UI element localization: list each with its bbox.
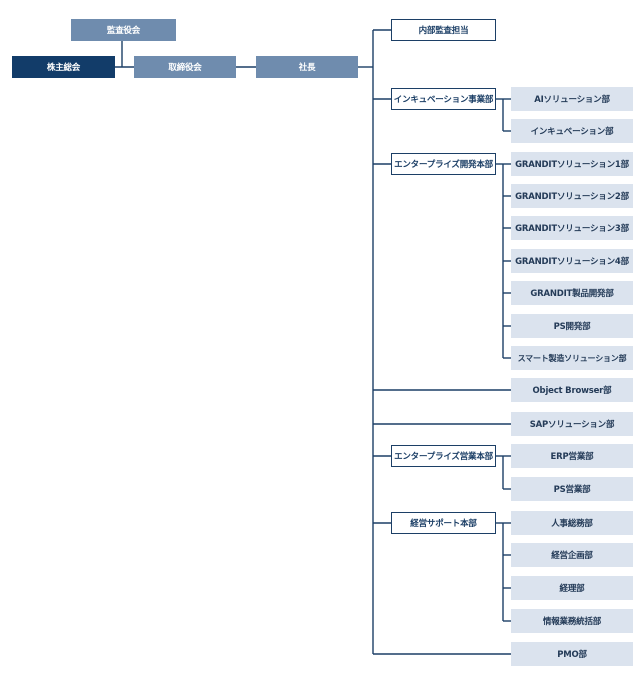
dept-object-browser: Object Browser部 [511,378,633,402]
division-incubation: インキュベーション事業部 [391,88,496,110]
division-management-support: 経営サポート本部 [391,512,496,534]
dept-ps-sales: PS営業部 [511,477,633,501]
audit-committee-box: 監査役会 [71,19,176,41]
dept-grandit-product-dev: GRANDIT製品開発部 [511,281,633,305]
dept-accounting: 経理部 [511,576,633,600]
dept-grandit-2: GRANDITソリューション2部 [511,184,633,208]
dept-erp-sales: ERP営業部 [511,444,633,468]
division-enterprise-dev: エンタープライズ開発本部 [391,153,496,175]
dept-hr-general-affairs: 人事総務部 [511,511,633,535]
dept-sap-solution: SAPソリューション部 [511,412,633,436]
dept-incubation: インキュベーション部 [511,119,633,143]
president-box: 社長 [256,56,358,78]
board-box: 取締役会 [134,56,236,78]
division-enterprise-sales: エンタープライズ営業本部 [391,445,496,467]
internal-audit-box: 内部監査担当 [391,19,496,41]
dept-pmo: PMO部 [511,642,633,666]
dept-corporate-planning: 経営企画部 [511,543,633,567]
shareholders-meeting-box: 株主総会 [12,56,115,78]
dept-grandit-1: GRANDITソリューション1部 [511,152,633,176]
dept-smart-manufacturing: スマート製造ソリューション部 [511,346,633,370]
dept-grandit-3: GRANDITソリューション3部 [511,216,633,240]
dept-grandit-4: GRANDITソリューション4部 [511,249,633,273]
dept-ps-dev: PS開発部 [511,314,633,338]
dept-ai-solution: AIソリューション部 [511,87,633,111]
dept-info-systems: 情報業務統括部 [511,609,633,633]
